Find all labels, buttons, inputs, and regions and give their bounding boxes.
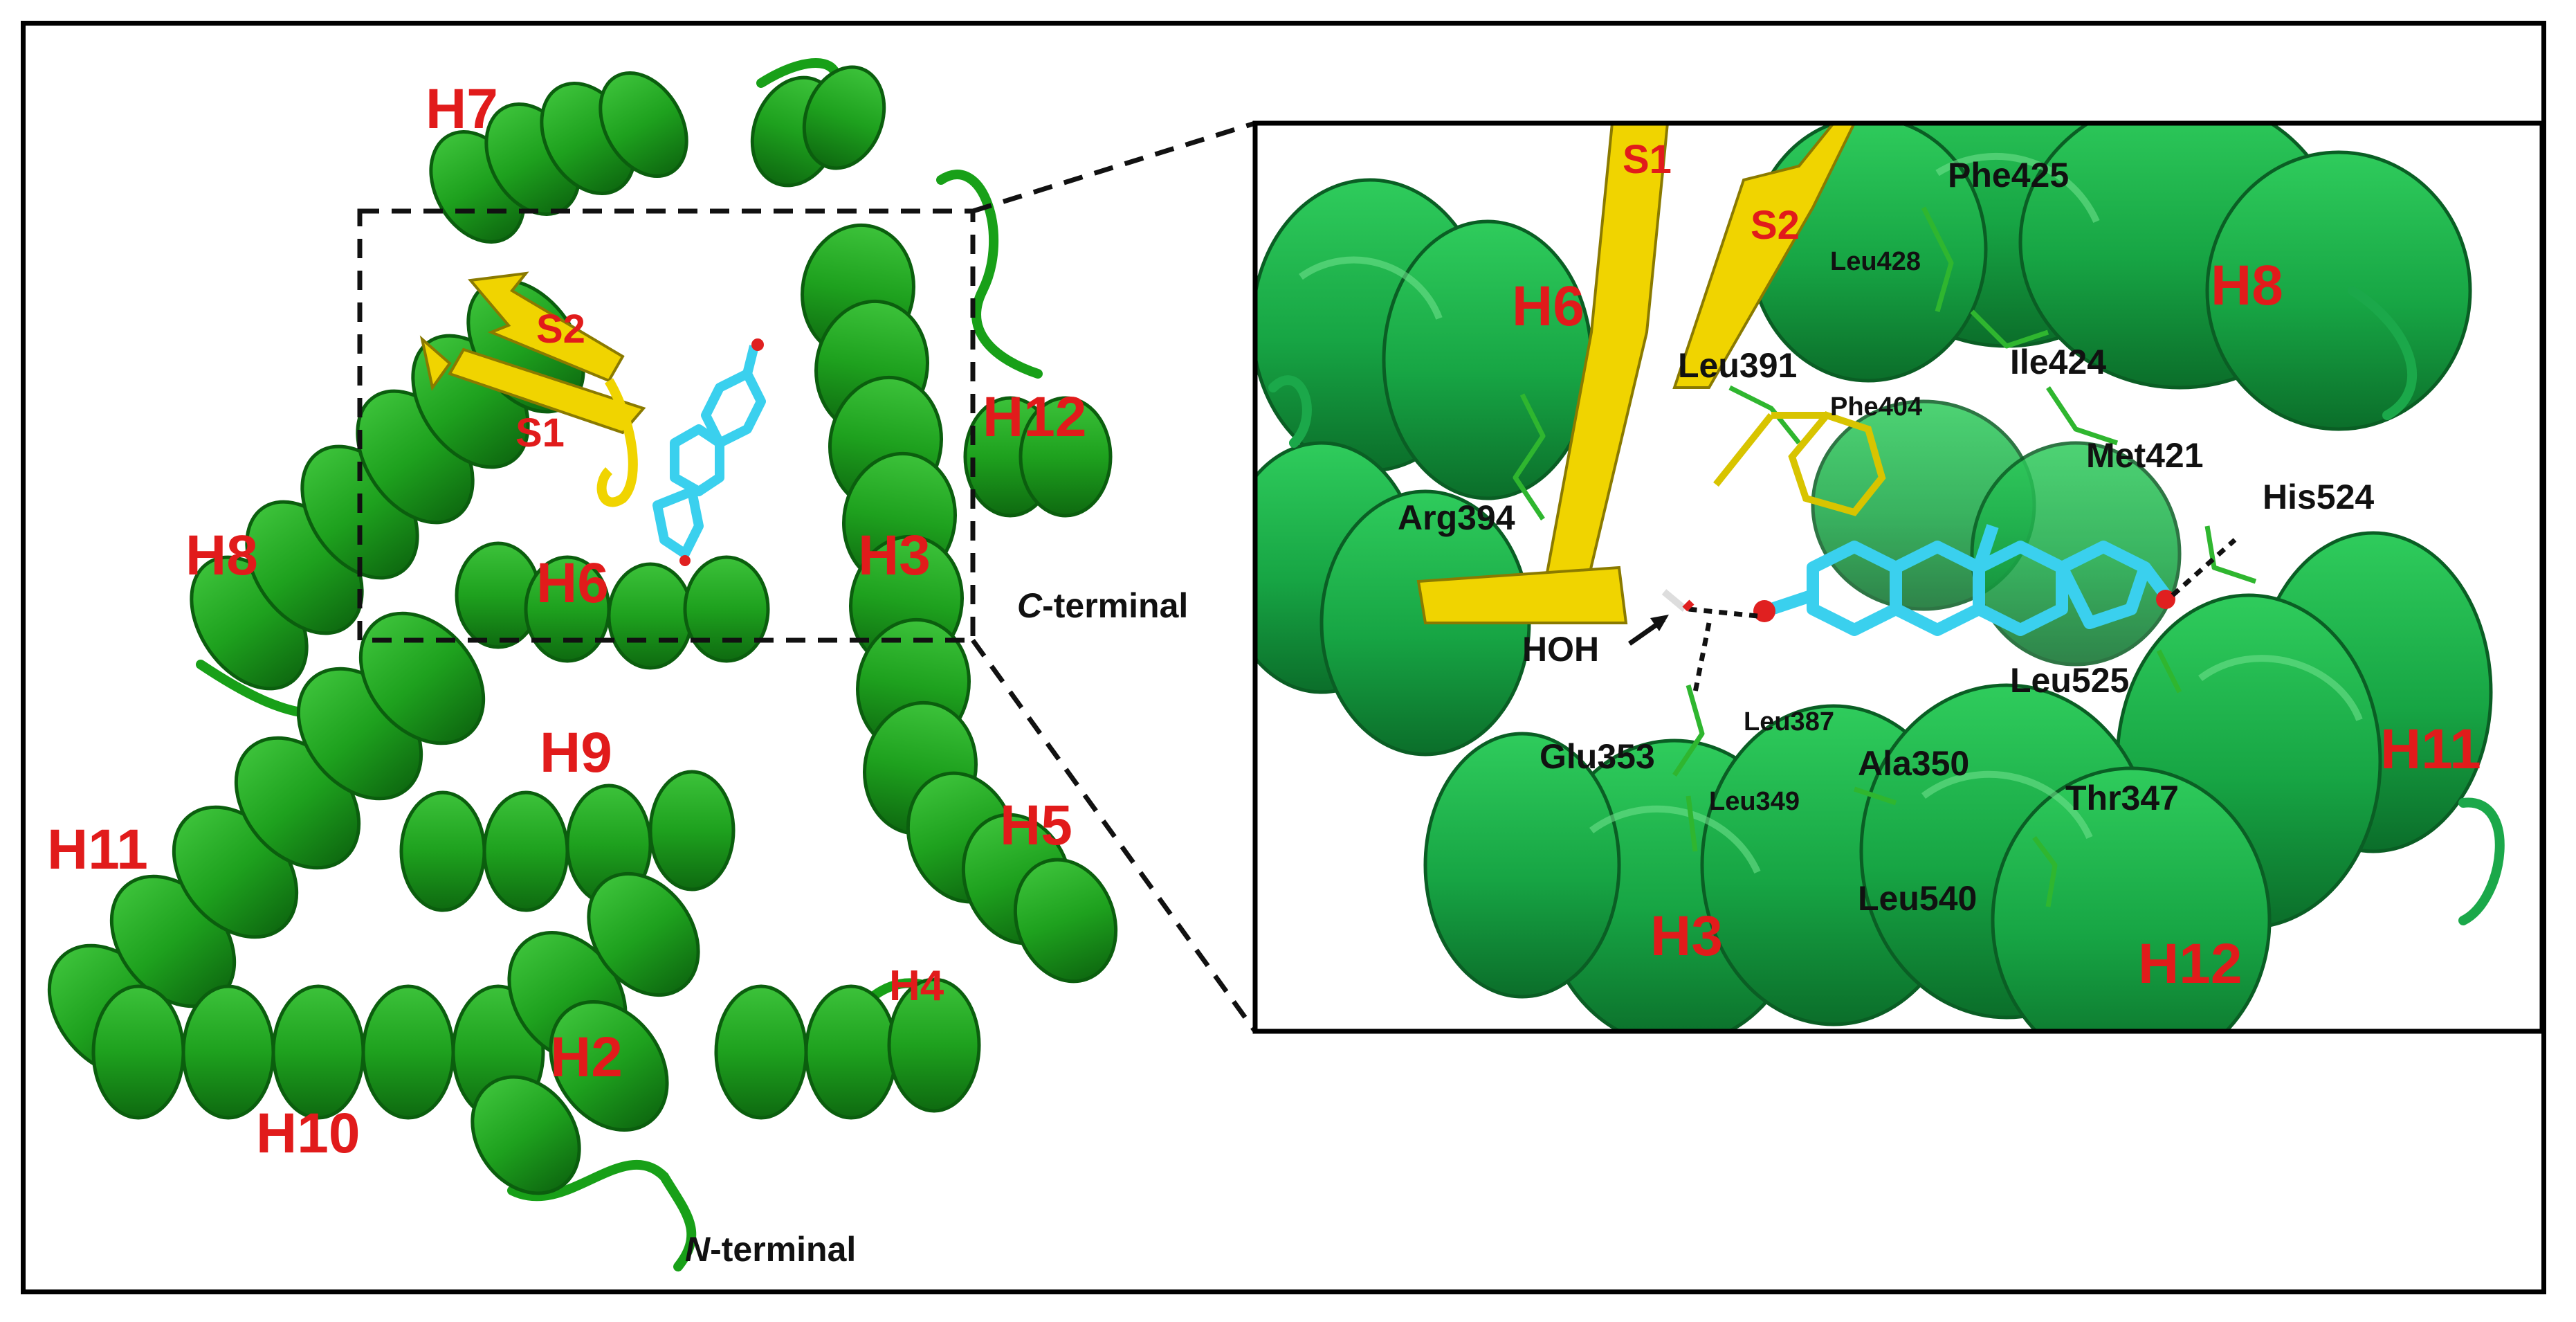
inset-frame: [1252, 120, 2545, 1034]
inset-label-h11: H11: [2380, 718, 2481, 781]
label-s2: S2: [536, 307, 585, 352]
label-h2: H2: [550, 1026, 623, 1089]
res-leu428: Leu428: [1830, 247, 1921, 276]
label-s1: S1: [515, 410, 565, 455]
label-h10: H10: [256, 1102, 360, 1165]
label-h12: H12: [983, 386, 1086, 449]
label-h3: H3: [858, 524, 931, 587]
res-met421: Met421: [2086, 436, 2204, 475]
zoom-line-bottom: [971, 638, 1257, 1033]
res-glu353: Glu353: [1540, 737, 1655, 776]
inset-label-s2: S2: [1751, 203, 1800, 248]
res-ala350: Ala350: [1858, 744, 1969, 783]
selection-box: [357, 208, 976, 643]
inset-label-h8: H8: [2211, 254, 2283, 317]
label-h4: H4: [889, 962, 944, 1010]
res-arg394: Arg394: [1398, 498, 1515, 537]
inset-label-s1: S1: [1623, 137, 1672, 182]
left-helix-labels: H7 S2 S1 H12 H8 H6 H3 H9 H11 H5 H4 H2 H1…: [47, 78, 1086, 1165]
inset-label-h3: H3: [1650, 905, 1723, 968]
inset-strands: [1416, 123, 1856, 624]
label-h8: H8: [185, 524, 258, 587]
label-h6: H6: [536, 552, 609, 615]
protein-cartoon: [47, 58, 1118, 1271]
zoom-line-top: [971, 120, 1257, 214]
label-h5: H5: [1000, 794, 1072, 857]
ligand-left: [652, 345, 766, 559]
res-leu391: Leu391: [1678, 346, 1797, 385]
beta-strands: [419, 271, 646, 435]
res-phe425: Phe425: [1948, 156, 2069, 194]
res-phe404: Phe404: [1830, 392, 1922, 422]
c-terminal-label: C-terminal: [1017, 586, 1188, 625]
res-ile424: Ile424: [2010, 343, 2106, 381]
n-terminal-label: N-terminal: [685, 1230, 856, 1269]
inset-label-h12: H12: [2138, 932, 2242, 995]
res-leu349: Leu349: [1709, 787, 1800, 816]
res-hoh: HOH: [1522, 630, 1599, 669]
inset-red-labels: S1 S2 H6 H8 H11 H3 H12: [1512, 137, 2481, 995]
inset-residue-labels: Phe425 Leu428 Leu391 Ile424 Phe404 Met42…: [1398, 156, 2374, 918]
label-h11: H11: [47, 818, 148, 881]
res-leu387: Leu387: [1744, 707, 1834, 736]
res-leu525: Leu525: [2010, 661, 2129, 700]
label-h7: H7: [426, 78, 498, 141]
res-thr347: Thr347: [2065, 779, 2179, 817]
inset-view: [1255, 123, 2542, 1031]
res-his524: His524: [2263, 478, 2374, 516]
res-leu540: Leu540: [1858, 879, 1977, 918]
label-h9: H9: [540, 721, 612, 784]
inset-label-h6: H6: [1512, 275, 1584, 338]
